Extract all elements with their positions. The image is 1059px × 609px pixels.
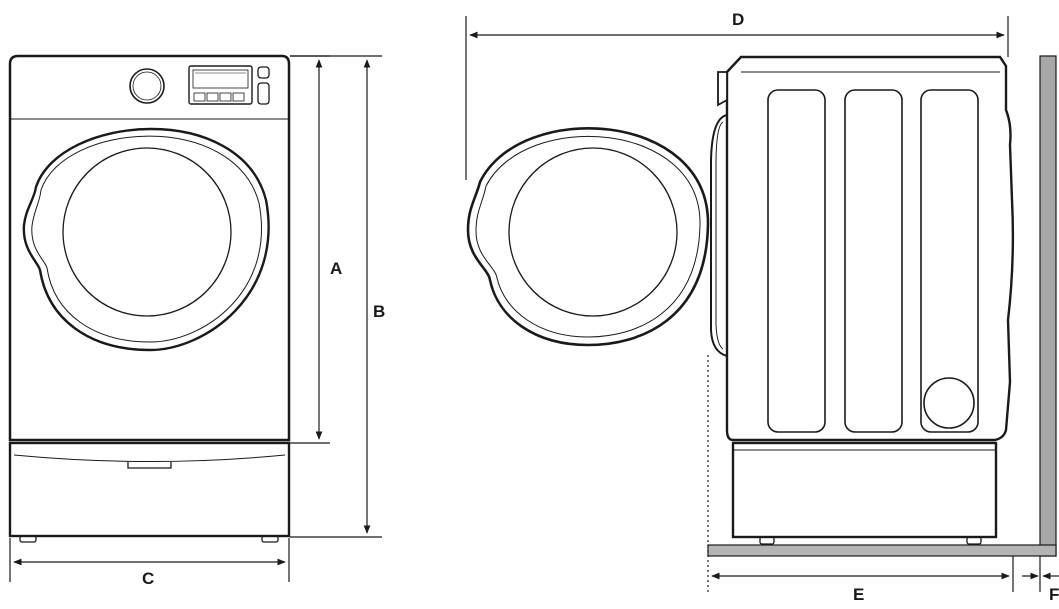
side-dryer-body [727, 57, 1013, 440]
dimension-label-f: F [1049, 585, 1059, 604]
floor [708, 545, 1056, 556]
front-view [10, 56, 289, 542]
dimension-label-b: B [373, 302, 385, 321]
open-door [468, 128, 708, 345]
front-pedestal [10, 443, 289, 536]
dimension-label-c: C [142, 569, 154, 588]
dimension-label-d: D [732, 10, 744, 29]
wall [1040, 56, 1056, 556]
open-door-outer [468, 128, 708, 345]
side-pedestal [733, 443, 996, 537]
dimension-a [290, 56, 330, 443]
dimension-label-e: E [853, 585, 864, 604]
door-side-edge [711, 115, 727, 356]
front-dryer-body [10, 56, 289, 440]
dimension-b [290, 56, 382, 537]
side-view [711, 57, 1013, 544]
dimension-label-a: A [330, 259, 342, 278]
